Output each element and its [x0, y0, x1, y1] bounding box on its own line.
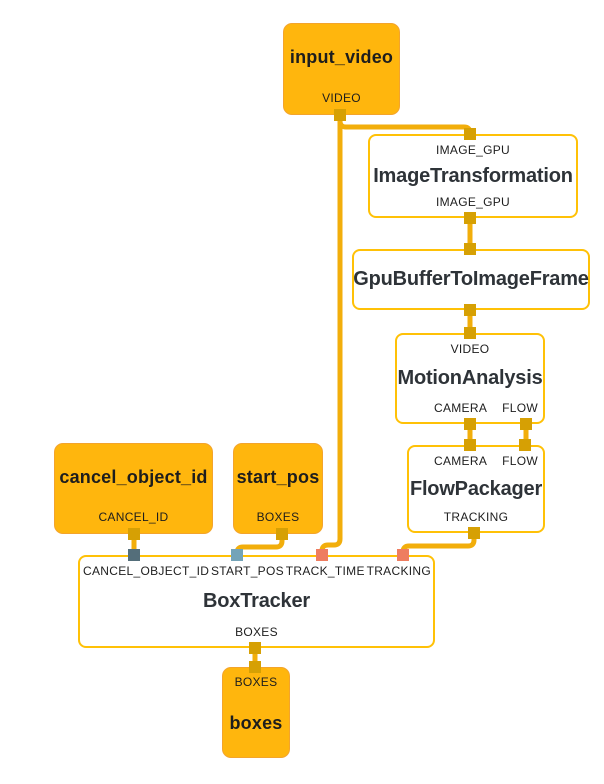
- node-title: start_pos: [236, 466, 320, 487]
- port-box-tracker-cancel-object-id-in[interactable]: [128, 549, 140, 561]
- input-port-label: BOXES: [234, 675, 278, 689]
- port-box-tracker-track-time-in[interactable]: [316, 549, 328, 561]
- node-boxes[interactable]: BOXES boxes: [222, 667, 290, 758]
- input-port-label: VIDEO: [450, 342, 490, 356]
- output-port-label: CANCEL_ID: [98, 510, 169, 524]
- port-motion-analysis-flow-out[interactable]: [520, 418, 532, 430]
- port-box-tracker-boxes-out[interactable]: [249, 642, 261, 654]
- input-port-label-camera: CAMERA: [433, 454, 488, 468]
- port-image-transformation-image-gpu-in[interactable]: [464, 128, 476, 140]
- node-title: ImageTransformation: [373, 164, 573, 187]
- node-title: BoxTracker: [203, 590, 310, 612]
- port-box-tracker-tracking-in[interactable]: [397, 549, 409, 561]
- output-port-label: BOXES: [235, 625, 278, 639]
- node-cancel-object-id[interactable]: cancel_object_id CANCEL_ID: [54, 443, 213, 534]
- port-gpu-buffer-in[interactable]: [464, 243, 476, 255]
- port-gpu-buffer-out[interactable]: [464, 304, 476, 316]
- output-port-label: VIDEO: [322, 91, 361, 105]
- input-port-label-start-pos: START_POS: [210, 564, 284, 578]
- input-port-label: IMAGE_GPU: [435, 143, 511, 157]
- edge-video-to-track-time: [319, 109, 343, 557]
- input-port-label-flow: FLOW: [502, 454, 538, 468]
- port-image-transformation-image-gpu-out[interactable]: [464, 212, 476, 224]
- input-port-label-tracking: TRACKING: [366, 564, 431, 578]
- node-image-transformation[interactable]: IMAGE_GPU ImageTransformation IMAGE_GPU: [368, 134, 578, 218]
- node-title: cancel_object_id: [59, 466, 208, 487]
- node-title: boxes: [229, 712, 283, 733]
- port-box-tracker-start-pos-in[interactable]: [231, 549, 243, 561]
- node-box-tracker[interactable]: CANCEL_OBJECT_ID START_POS TRACK_TIME TR…: [78, 555, 435, 648]
- port-start-pos-boxes-out[interactable]: [276, 528, 288, 540]
- output-port-label-flow: FLOW: [502, 401, 538, 415]
- node-title: MotionAnalysis: [397, 367, 543, 389]
- port-motion-analysis-video-in[interactable]: [464, 327, 476, 339]
- input-port-label-track-time: TRACK_TIME: [285, 564, 365, 578]
- port-flow-packager-camera-in[interactable]: [464, 439, 476, 451]
- node-flow-packager[interactable]: CAMERA FLOW FlowPackager TRACKING: [407, 445, 545, 533]
- output-port-label-camera: CAMERA: [433, 401, 488, 415]
- output-port-label: TRACKING: [443, 510, 509, 524]
- node-start-pos[interactable]: start_pos BOXES: [233, 443, 323, 534]
- output-port-label: IMAGE_GPU: [435, 195, 511, 209]
- node-title: FlowPackager: [409, 477, 543, 500]
- node-input-video[interactable]: input_video VIDEO: [283, 23, 400, 115]
- port-input-video-video-out[interactable]: [334, 109, 346, 121]
- input-port-label-cancel-object-id: CANCEL_OBJECT_ID: [83, 564, 210, 578]
- node-title: input_video: [289, 47, 394, 67]
- port-flow-packager-tracking-out[interactable]: [468, 527, 480, 539]
- node-motion-analysis[interactable]: VIDEO MotionAnalysis CAMERA FLOW: [395, 333, 545, 424]
- output-port-label: BOXES: [256, 510, 300, 524]
- node-gpu-buffer-to-image-frame[interactable]: GpuBufferToImageFrame: [352, 249, 590, 310]
- port-motion-analysis-camera-out[interactable]: [464, 418, 476, 430]
- port-cancel-object-id-cancel-id-out[interactable]: [128, 528, 140, 540]
- port-flow-packager-flow-in[interactable]: [519, 439, 531, 451]
- port-boxes-boxes-in[interactable]: [249, 661, 261, 673]
- node-title: GpuBufferToImageFrame: [353, 268, 589, 290]
